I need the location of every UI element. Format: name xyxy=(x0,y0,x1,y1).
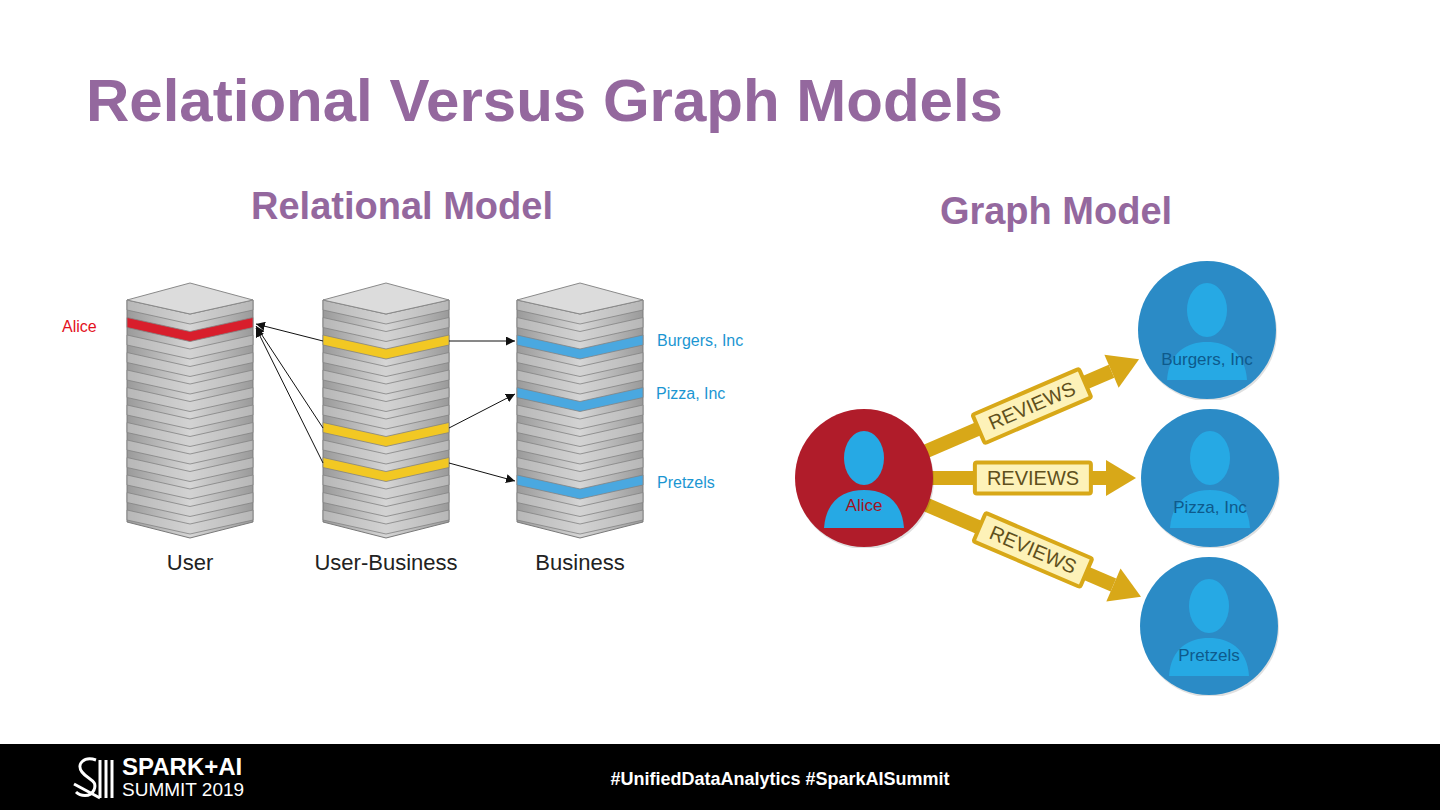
edge-label: REVIEWS xyxy=(973,461,1093,496)
section-heading: Graph Model xyxy=(940,190,1172,234)
summit-logo xyxy=(74,759,112,798)
table-name: User xyxy=(167,550,213,575)
slide-title: Relational Versus Graph Models xyxy=(86,66,1003,135)
table-name: Business xyxy=(535,550,624,575)
arrow-head xyxy=(1106,460,1136,496)
row-pointers xyxy=(256,324,515,481)
section-heading: Relational Model xyxy=(251,185,553,229)
entity-circle: Alice xyxy=(794,408,934,548)
edge-group xyxy=(925,504,1141,602)
person-circle xyxy=(1140,408,1280,548)
edge-label: REVIEWS xyxy=(971,511,1095,591)
table-column: User-Business xyxy=(276,283,496,575)
person-circle xyxy=(1137,260,1277,400)
hashtags: #UnifiedDataAnalytics #SparkAISummit xyxy=(610,769,949,790)
footer-bar xyxy=(0,744,1440,810)
row-label: Burgers, Inc xyxy=(657,332,743,350)
person-circle xyxy=(794,408,934,548)
table-stack xyxy=(127,283,253,538)
entity-name: Pretzels xyxy=(1178,646,1239,666)
table-stacks xyxy=(127,283,643,538)
person-circle xyxy=(1139,556,1279,696)
edge-label: REVIEWS xyxy=(970,366,1094,446)
logo-text: SPARK+AI xyxy=(122,753,242,781)
entity-name: Alice xyxy=(846,496,883,516)
logo-text: SUMMIT 2019 xyxy=(122,779,244,801)
entity-name: Pizza, Inc xyxy=(1173,498,1247,518)
arrow-head xyxy=(1106,568,1141,601)
entity-name: Burgers, Inc xyxy=(1161,350,1253,370)
table-column: Business xyxy=(470,283,690,575)
table-stack xyxy=(517,283,643,538)
edge-group xyxy=(925,355,1139,452)
row-label: Pizza, Inc xyxy=(656,385,725,403)
entity-circle: Burgers, Inc xyxy=(1137,260,1277,400)
table-stack xyxy=(323,283,449,538)
table-name: User-Business xyxy=(314,550,457,575)
arrow-head xyxy=(1104,355,1139,388)
row-label: Alice xyxy=(62,318,97,336)
entity-circle: Pretzels xyxy=(1139,556,1279,696)
entity-circle: Pizza, Inc xyxy=(1140,408,1280,548)
row-label: Pretzels xyxy=(657,474,715,492)
edge-group xyxy=(930,460,1136,496)
table-column: User xyxy=(80,283,300,575)
